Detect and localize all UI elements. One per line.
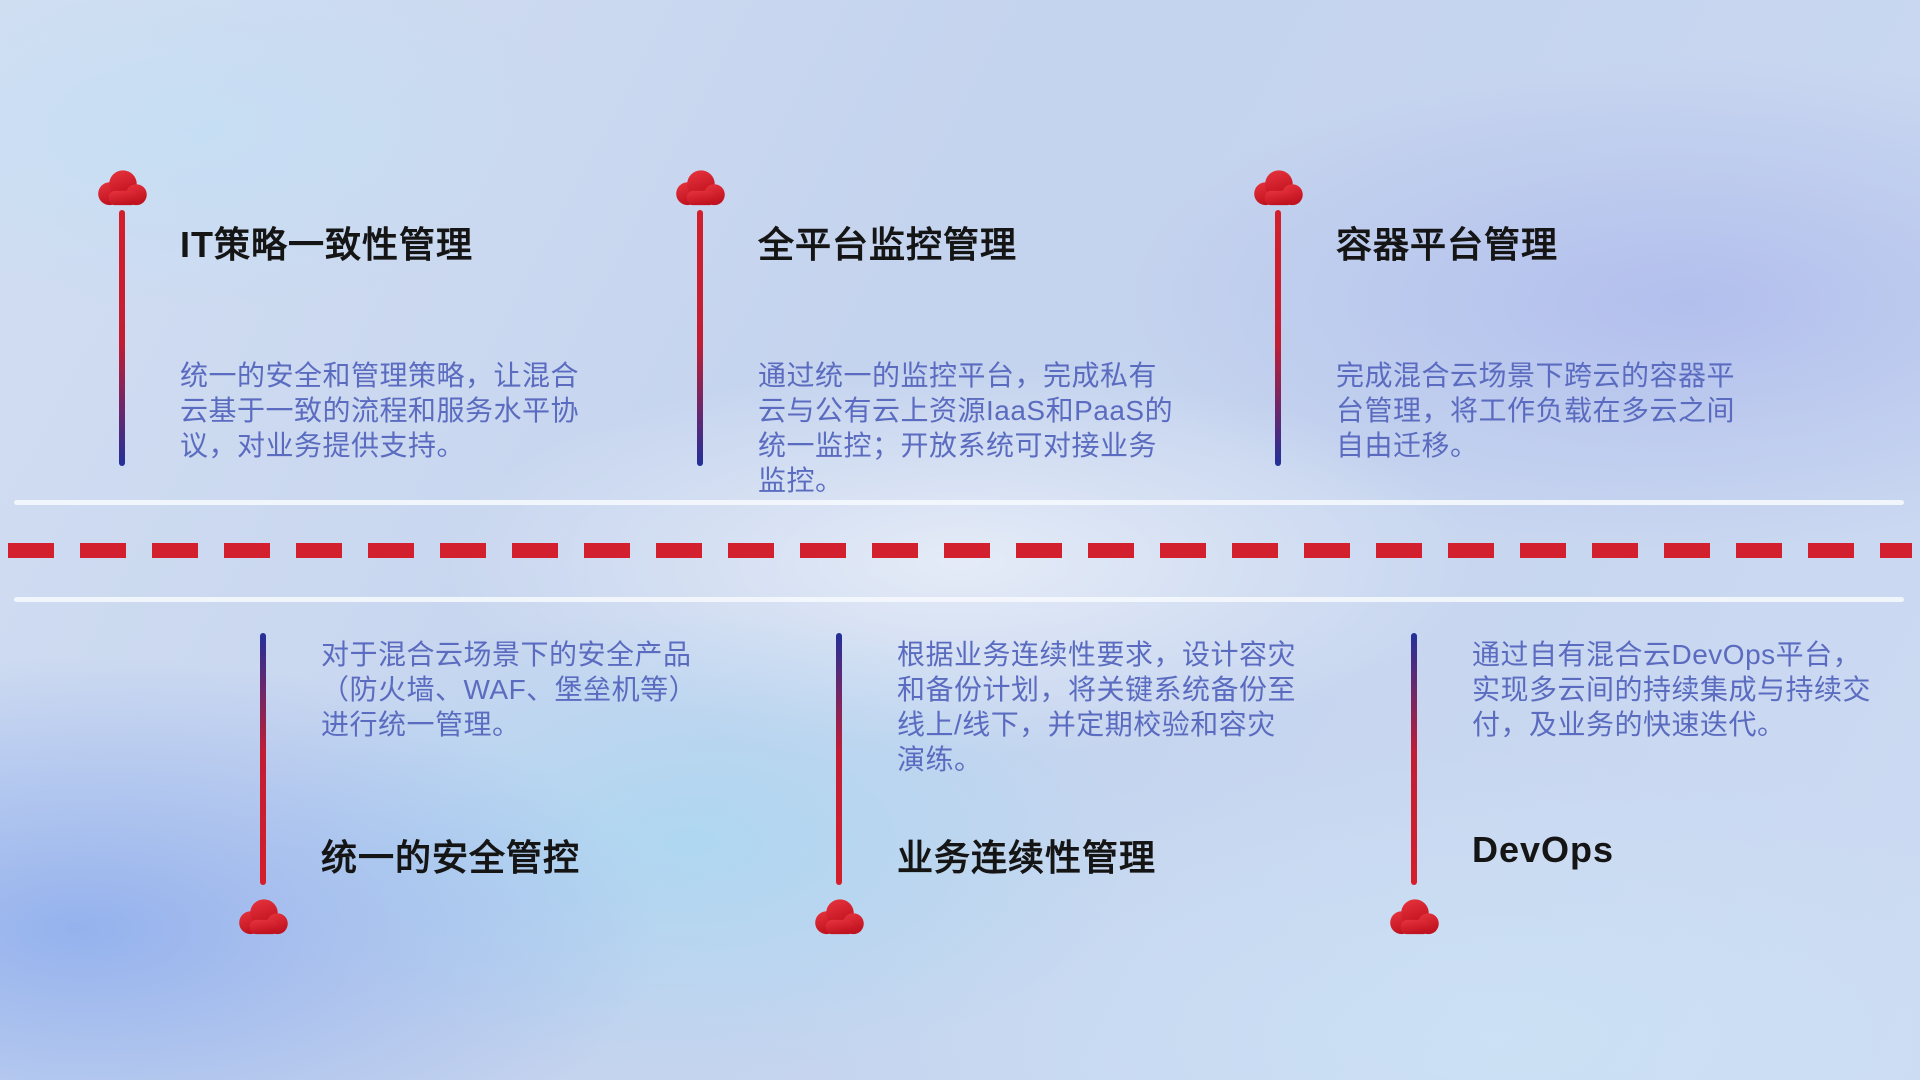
capability-title: DevOps bbox=[1472, 829, 1615, 870]
capability-title: 容器平台管理 bbox=[1336, 224, 1559, 265]
capability-top-it-policy: IT策略一致性管理 统一的安全和管理策略，让混合云基于一致的流程和服务水平协议，… bbox=[94, 168, 654, 498]
capability-description: 完成混合云场景下跨云的容器平台管理，将工作负载在多云之间自由迁移。 bbox=[1336, 360, 1736, 461]
capability-description: 对于混合云场景下的安全产品（防火墙、WAF、堡垒机等）进行统一管理。 bbox=[321, 639, 698, 740]
capability-title: 业务连续性管理 bbox=[897, 837, 1157, 878]
capability-description: 通过自有混合云DevOps平台，实现多云间的持续集成与持续交付，及业务的快速迭代… bbox=[1472, 639, 1872, 740]
capability-title: 全平台监控管理 bbox=[758, 224, 1018, 265]
timeline-stem bbox=[836, 633, 842, 885]
cloud-icon bbox=[93, 168, 151, 208]
capability-top-monitoring: 全平台监控管理 通过统一的监控平台，完成私有云与公有云上资源IaaS和PaaS的… bbox=[672, 168, 1232, 498]
capability-description: 统一的安全和管理策略，让混合云基于一致的流程和服务水平协议，对业务提供支持。 bbox=[180, 360, 580, 461]
cloud-icon bbox=[1385, 897, 1443, 937]
cloud-icon bbox=[810, 897, 868, 937]
capability-bottom-security: 对于混合云场景下的安全产品（防火墙、WAF、堡垒机等）进行统一管理。 统一的安全… bbox=[235, 633, 795, 953]
timeline-stem bbox=[260, 633, 266, 885]
timeline-stem bbox=[697, 210, 703, 466]
capability-title: 统一的安全管控 bbox=[321, 837, 581, 878]
timeline-stem bbox=[119, 210, 125, 466]
capability-top-container-platform: 容器平台管理 完成混合云场景下跨云的容器平台管理，将工作负载在多云之间自由迁移。 bbox=[1250, 168, 1810, 498]
capability-bottom-devops: 通过自有混合云DevOps平台，实现多云间的持续集成与持续交付，及业务的快速迭代… bbox=[1386, 633, 1920, 953]
capability-title: IT策略一致性管理 bbox=[180, 224, 473, 265]
divider-solid-line-bottom bbox=[14, 597, 1904, 602]
timeline-stem bbox=[1275, 210, 1281, 466]
cloud-icon bbox=[234, 897, 292, 937]
capability-bottom-business-continuity: 根据业务连续性要求，设计容灾和备份计划，将关键系统备份至线上/线下，并定期校验和… bbox=[811, 633, 1371, 953]
divider-solid-line-top bbox=[14, 500, 1904, 505]
divider-dashed-line bbox=[8, 543, 1912, 558]
cloud-icon bbox=[671, 168, 729, 208]
capability-description: 通过统一的监控平台，完成私有云与公有云上资源IaaS和PaaS的统一监控；开放系… bbox=[758, 360, 1174, 496]
timeline-stem bbox=[1411, 633, 1417, 885]
cloud-icon bbox=[1249, 168, 1307, 208]
capability-description: 根据业务连续性要求，设计容灾和备份计划，将关键系统备份至线上/线下，并定期校验和… bbox=[897, 639, 1297, 775]
